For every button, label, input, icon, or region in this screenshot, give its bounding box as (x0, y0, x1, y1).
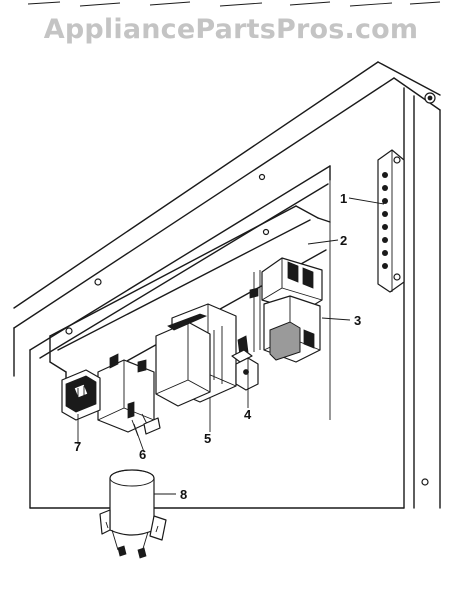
callout-label-7: 7 (74, 439, 82, 454)
callout-label-4: 4 (244, 407, 252, 422)
header-scratch-marks (27, 1, 441, 7)
cabinet-side-wall (13, 165, 429, 509)
switch-part-7 (61, 369, 101, 421)
callout-label-1: 1 (340, 191, 348, 206)
transformer-part-5 (155, 303, 253, 407)
callout-leader-lines (77, 197, 385, 495)
callout-label-3: 3 (354, 313, 362, 328)
callout-label-8: 8 (180, 487, 188, 502)
cabinet-top-lid (13, 61, 441, 509)
terminal-block-part-4 (235, 357, 259, 391)
terminal-strip-part-1 (377, 149, 405, 293)
callout-label-2: 2 (340, 233, 348, 248)
callout-label-5: 5 (204, 431, 212, 446)
capacitor-part-8 (99, 469, 167, 559)
contactor-part-3 (249, 257, 323, 363)
relay-part-6 (97, 353, 161, 437)
callout-label-6: 6 (139, 447, 147, 462)
watermark-logo-text: AppliancePartsPros.com (43, 14, 419, 45)
